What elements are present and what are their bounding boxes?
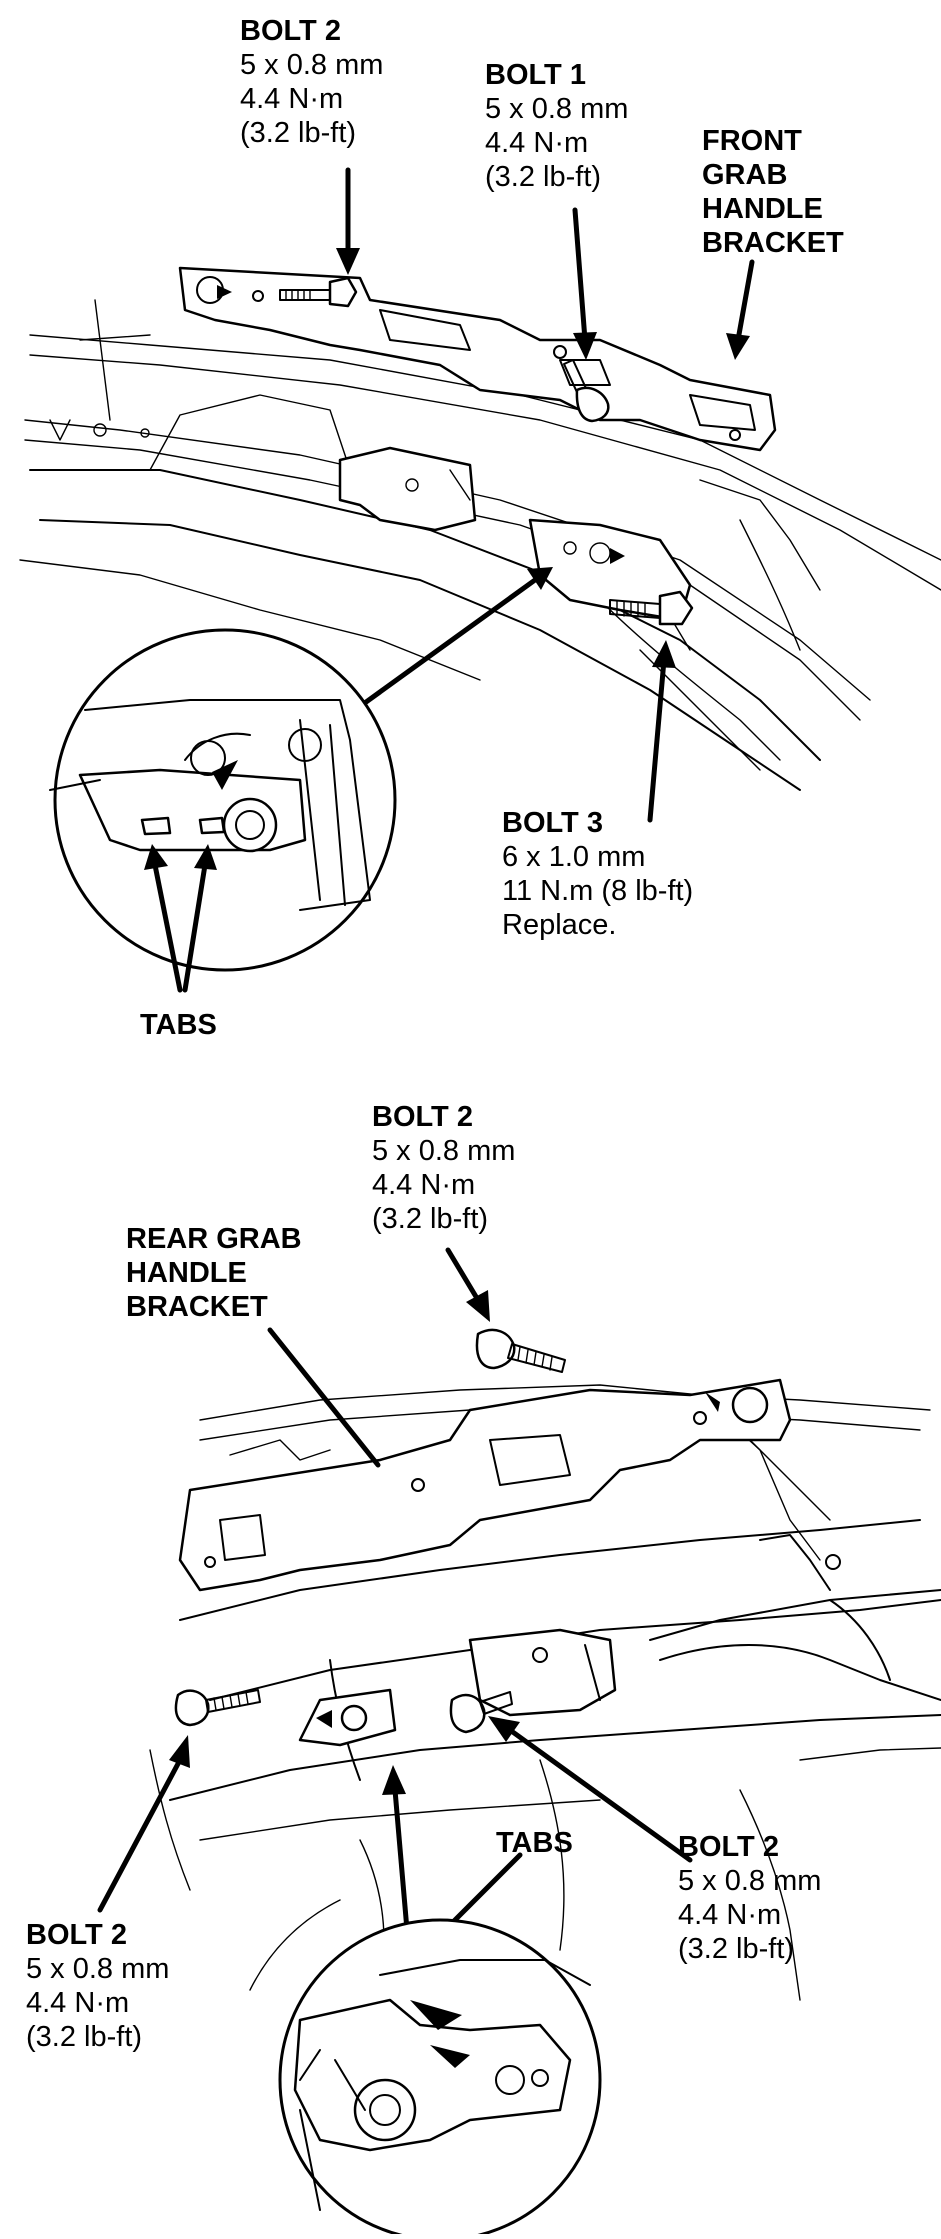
front-bracket-line-1: FRONT bbox=[702, 125, 802, 157]
left-bolt-2-torque-nm: 4.4 N·m bbox=[26, 1987, 130, 2019]
front-grab-handle-bracket bbox=[178, 266, 777, 452]
left-bolt-2-title: BOLT 2 bbox=[26, 1919, 127, 1951]
mid-bolt-2-torque-lbft: (3.2 lb-ft) bbox=[372, 1203, 489, 1235]
front-bracket-line-4: BRACKET bbox=[702, 227, 844, 259]
rear-grab-handle-bracket bbox=[178, 1378, 841, 1592]
top-bolt-2-title: BOLT 2 bbox=[240, 15, 341, 47]
top-bolt-2-torque-lbft: (3.2 lb-ft) bbox=[240, 117, 357, 149]
top-bolt-2-size: 5 x 0.8 mm bbox=[240, 49, 384, 81]
bolt-3-title: BOLT 3 bbox=[502, 807, 603, 839]
left-bolt-2-size: 5 x 0.8 mm bbox=[26, 1953, 170, 1985]
rear-lower-clip-right bbox=[468, 1628, 617, 1717]
tab-pointers-top bbox=[144, 844, 217, 993]
top-bolt-1-torque-lbft: (3.2 lb-ft) bbox=[485, 161, 602, 193]
top-bolt-1-label: BOLT 1 5 x 0.8 mm 4.4 N·m (3.2 lb-ft) bbox=[485, 58, 628, 194]
left-bolt-2-label: BOLT 2 5 x 0.8 mm 4.4 N·m (3.2 lb-ft) bbox=[26, 1918, 169, 2054]
pointer-lines-bottom bbox=[97, 1247, 693, 1968]
front-body-clip bbox=[338, 446, 692, 622]
rear-bracket-line-2: HANDLE bbox=[126, 1257, 247, 1289]
right-bolt-2-torque-lbft: (3.2 lb-ft) bbox=[678, 1933, 795, 1965]
rear-bolt-2-top bbox=[475, 1328, 566, 1373]
mid-bolt-2-torque-nm: 4.4 N·m bbox=[372, 1169, 476, 1201]
front-detail-circle bbox=[49, 628, 397, 972]
mid-bolt-2-title: BOLT 2 bbox=[372, 1101, 473, 1133]
mid-bolt-2-size: 5 x 0.8 mm bbox=[372, 1135, 516, 1167]
top-tabs-title: TABS bbox=[140, 1009, 217, 1041]
front-bolt-3 bbox=[609, 590, 694, 626]
pointer-lines-top bbox=[336, 167, 755, 823]
right-bolt-2-label: BOLT 2 5 x 0.8 mm 4.4 N·m (3.2 lb-ft) bbox=[678, 1830, 821, 1966]
right-bolt-2-torque-nm: 4.4 N·m bbox=[678, 1899, 782, 1931]
top-tabs-label: TABS bbox=[140, 1008, 217, 1042]
top-bolt-2-label: BOLT 2 5 x 0.8 mm 4.4 N·m (3.2 lb-ft) bbox=[240, 14, 383, 150]
rear-detail-circle bbox=[278, 1918, 602, 2239]
front-bracket-label: FRONT GRAB HANDLE BRACKET bbox=[702, 124, 844, 260]
bolt-3-label: BOLT 3 6 x 1.0 mm 11 N.m (8 lb-ft) Repla… bbox=[502, 806, 693, 942]
top-bolt-1-title: BOLT 1 bbox=[485, 59, 586, 91]
rear-bolt-2-right bbox=[449, 1691, 513, 1734]
rear-bolt-2-left bbox=[174, 1689, 261, 1727]
bolt-3-size: 6 x 1.0 mm bbox=[502, 841, 646, 873]
front-bracket-line-2: GRAB bbox=[702, 159, 788, 191]
rear-lower-clip-left bbox=[298, 1688, 397, 1747]
left-bolt-2-torque-lbft: (3.2 lb-ft) bbox=[26, 2021, 143, 2053]
rear-bracket-line-1: REAR GRAB bbox=[126, 1223, 302, 1255]
bottom-tabs-label: TABS bbox=[496, 1826, 573, 1860]
top-bolt-1-torque-nm: 4.4 N·m bbox=[485, 127, 589, 159]
front-bolt-1 bbox=[563, 359, 610, 423]
bolt-3-note: Replace. bbox=[502, 909, 617, 941]
front-bracket-line-3: HANDLE bbox=[702, 193, 823, 225]
right-bolt-2-title: BOLT 2 bbox=[678, 1831, 779, 1863]
bottom-tabs-title: TABS bbox=[496, 1827, 573, 1859]
right-bolt-2-size: 5 x 0.8 mm bbox=[678, 1865, 822, 1897]
rear-bracket-line-3: BRACKET bbox=[126, 1291, 268, 1323]
front-bolt-2 bbox=[279, 276, 358, 308]
bolt-3-torque: 11 N.m (8 lb-ft) bbox=[502, 875, 694, 907]
top-bolt-1-size: 5 x 0.8 mm bbox=[485, 93, 629, 125]
mid-bolt-2-label: BOLT 2 5 x 0.8 mm 4.4 N·m (3.2 lb-ft) bbox=[372, 1100, 515, 1236]
rear-bracket-label: REAR GRAB HANDLE BRACKET bbox=[126, 1222, 302, 1324]
top-bolt-2-torque-nm: 4.4 N·m bbox=[240, 83, 344, 115]
